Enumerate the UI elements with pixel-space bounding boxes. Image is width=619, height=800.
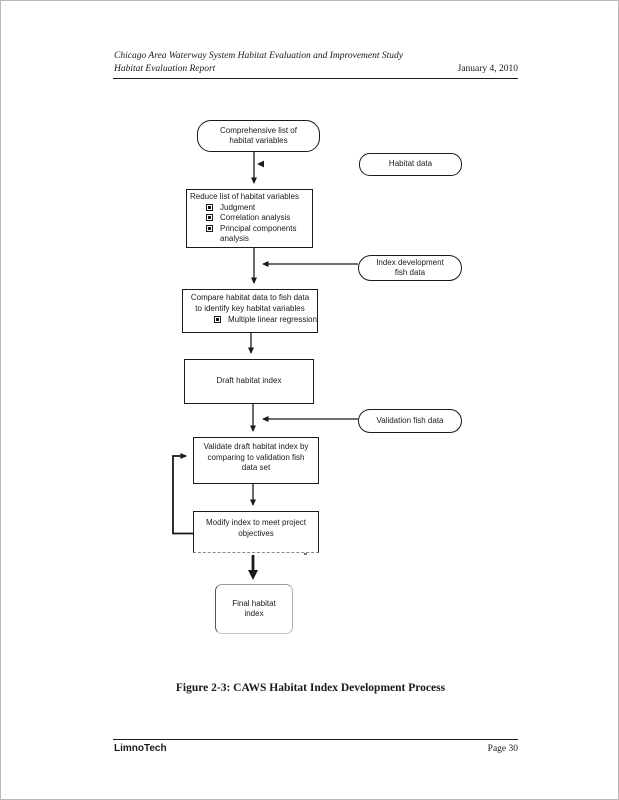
node-text: data set	[241, 463, 271, 472]
node-text: fish data	[394, 268, 426, 277]
bullet-item: Judgment	[187, 203, 312, 214]
header-date: January 4, 2010	[457, 64, 518, 74]
node-text: Validate draft habitat index by	[203, 442, 309, 451]
node-text: Validation fish data	[376, 415, 444, 425]
node-text: habitat variables	[229, 136, 288, 145]
node-text: comparing to validation fish	[207, 452, 305, 462]
node-text: Draft habitat index	[216, 376, 282, 386]
footer-page-number: Page 30	[487, 744, 518, 754]
flow-node-final-habitat-index: Final habitat index	[215, 584, 293, 634]
node-text: Modify index to meet project	[205, 518, 307, 527]
arrow-modify-feedback-loop	[172, 453, 193, 535]
node-text: Comprehensive list of	[220, 125, 297, 135]
footer-divider	[113, 739, 518, 740]
flow-node-compare-habitat-fish: Compare habitat data to fish data to ide…	[182, 289, 318, 333]
flow-node-reduce-list: Reduce list of habitat variables Judgmen…	[186, 189, 313, 248]
checkbox-icon	[206, 214, 213, 221]
checkbox-icon	[206, 224, 213, 232]
scan-artifact-dot	[304, 553, 307, 555]
node-text: Habitat data	[388, 159, 433, 169]
node-text: objectives	[238, 528, 274, 538]
flow-node-draft-habitat-index: Draft habitat index	[184, 359, 314, 404]
checkbox-icon	[206, 203, 213, 211]
flow-node-validate-draft-index: Validate draft habitat index by comparin…	[193, 437, 319, 484]
node-text: Final habitat	[232, 598, 276, 608]
footer-company-name: LimnoTech	[114, 743, 167, 754]
bullet-label: Multiple linear regression	[228, 315, 317, 324]
node-text: Index development	[376, 257, 444, 267]
checkbox-icon	[214, 316, 221, 323]
bullet-item: Correlation analysis	[187, 213, 312, 224]
header-report-title: Habitat Evaluation Report	[114, 64, 216, 74]
flow-node-habitat-data: Habitat data	[359, 153, 462, 176]
flow-node-modify-index: Modify index to meet project objectives	[193, 511, 319, 553]
node-title: to identify key habitat variables	[195, 303, 305, 313]
header-study-title: Chicago Area Waterway System Habitat Eva…	[114, 51, 404, 61]
bullet-item: Principal components analysis	[187, 224, 312, 245]
bullet-label: Judgment	[220, 202, 256, 212]
bullet-item: Multiple linear regression	[183, 315, 317, 326]
bullet-label: Principal components analysis	[220, 223, 297, 244]
node-text: index	[244, 609, 264, 618]
header-divider	[113, 78, 518, 79]
flow-node-comprehensive-list: Comprehensive list of habitat variables	[197, 120, 320, 152]
flow-node-validation-fish-data: Validation fish data	[358, 409, 462, 433]
figure-caption: Figure 2-3: CAWS Habitat Index Developme…	[175, 682, 446, 694]
flow-node-index-development-fish-data: Index development fish data	[358, 255, 462, 281]
habitat-data-connector-arrowhead	[257, 160, 264, 168]
bullet-label: Correlation analysis	[220, 213, 291, 222]
arrow-modify-to-final-head	[248, 570, 258, 580]
node-title: Compare habitat data to fish data	[190, 293, 310, 302]
node-title: Reduce list of habitat variables	[190, 192, 299, 201]
